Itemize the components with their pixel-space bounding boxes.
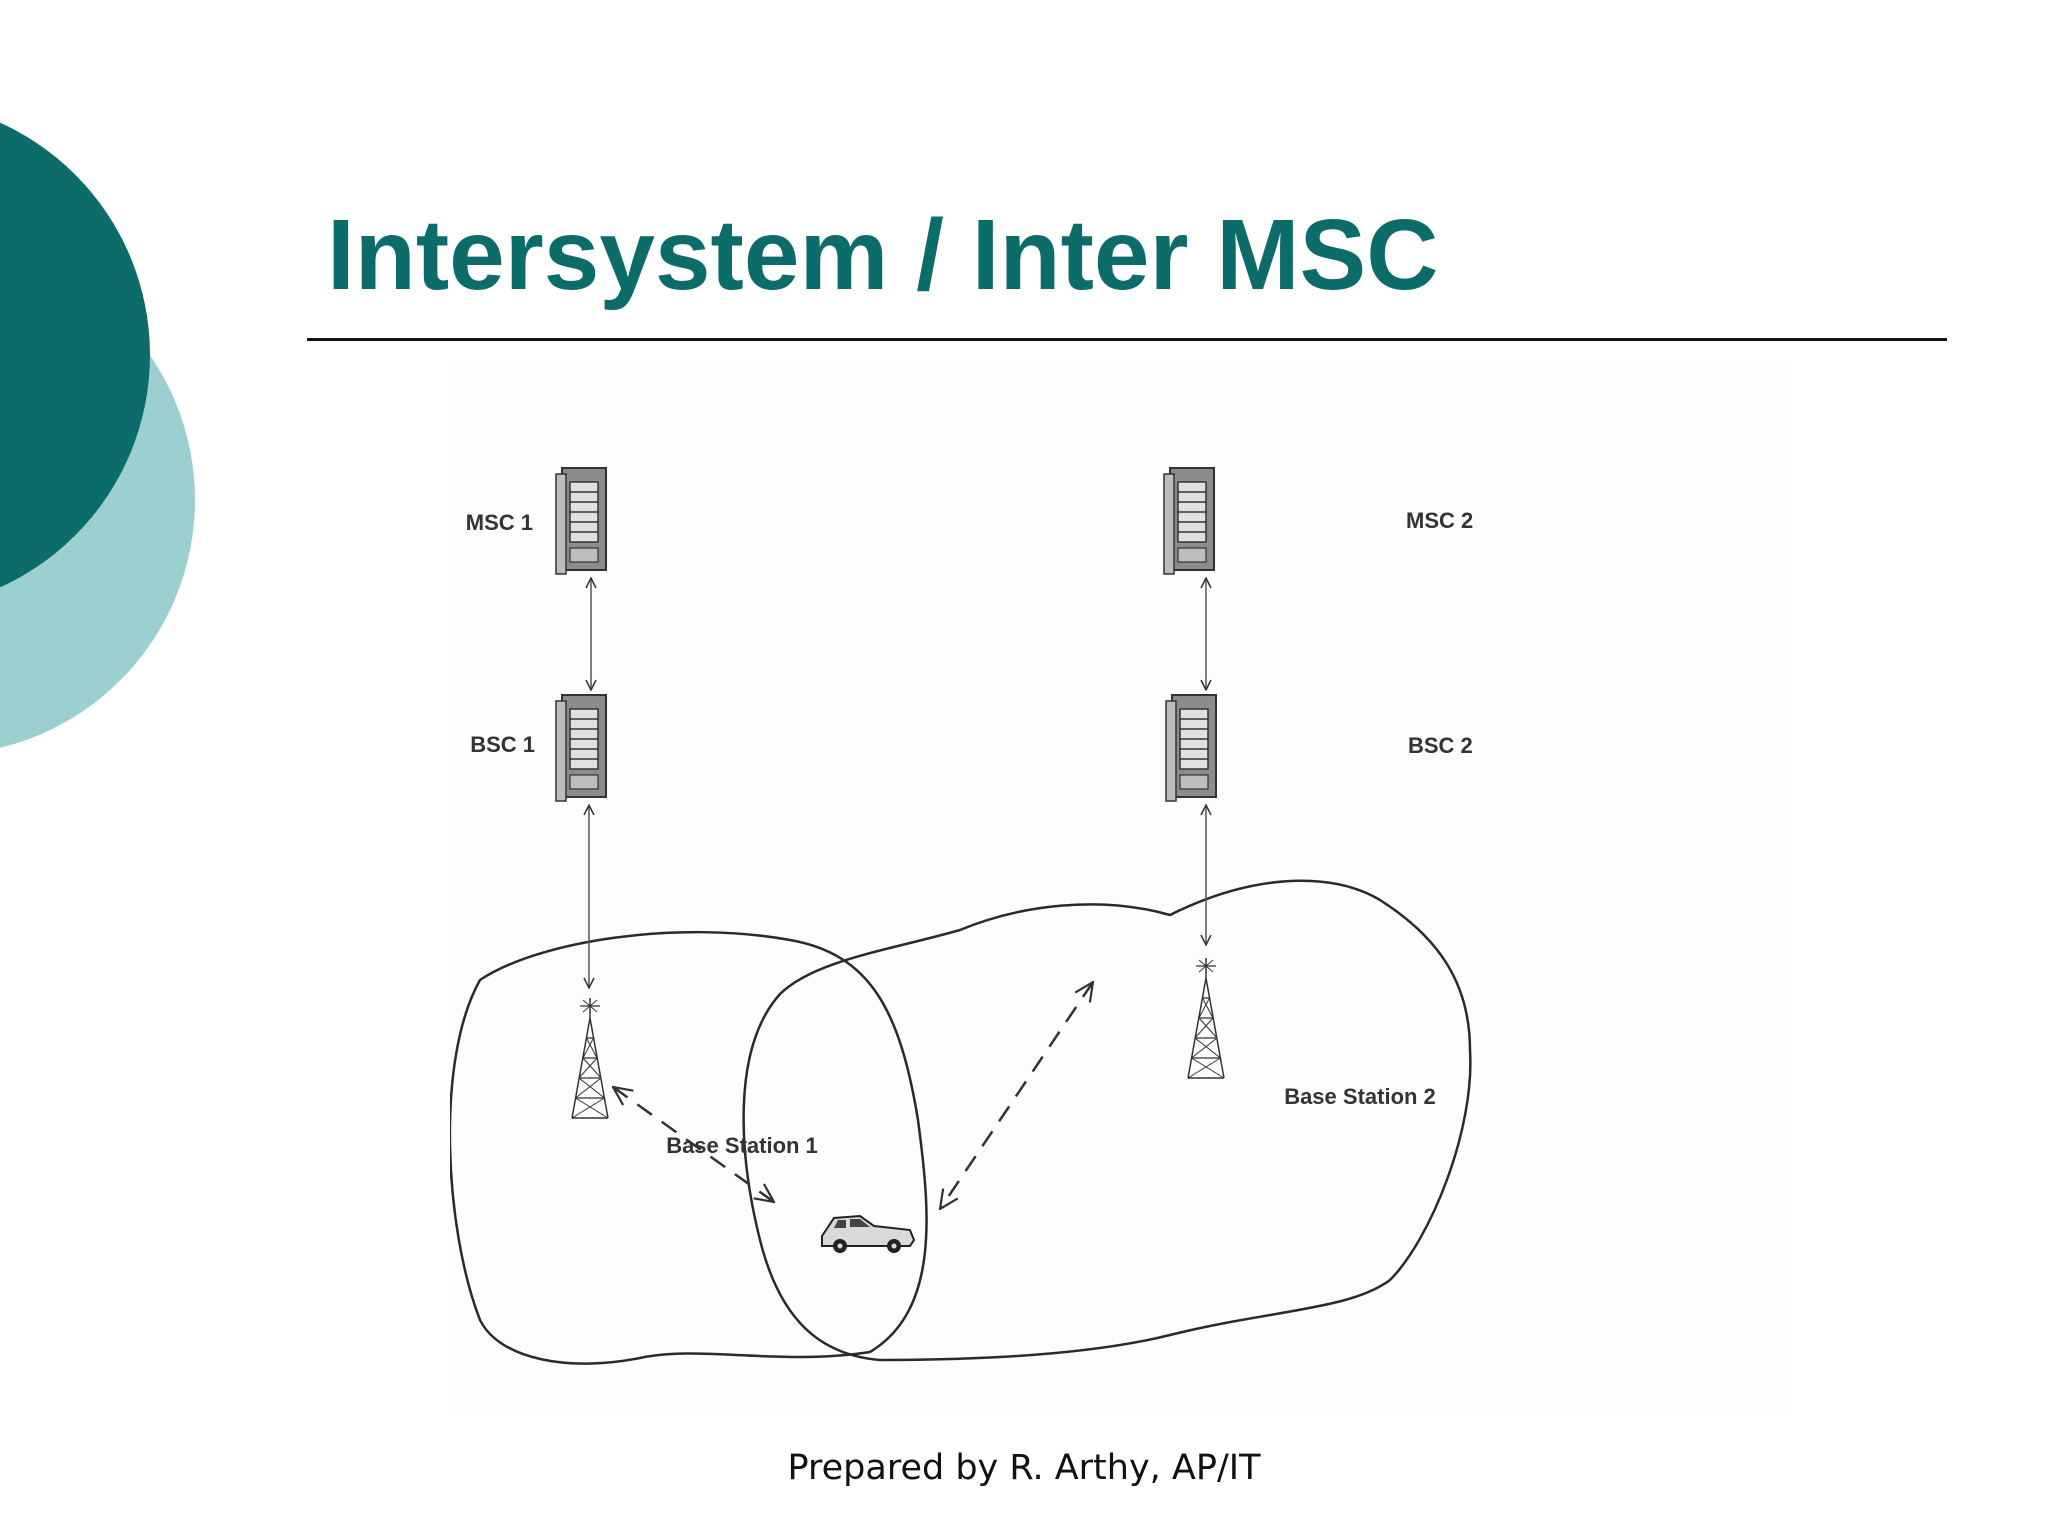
base-station-2-label: Base Station 2: [1284, 1084, 1436, 1109]
cell-coverage-2: [744, 881, 1471, 1360]
footer-credit: Prepared by R. Arthy, AP/IT: [0, 1448, 2048, 1488]
bs2-car-radio-link: [940, 982, 1093, 1209]
intersystem-handoff-diagram: MSC 1 MSC 2 BSC 1 BSC 2 Base Station 1 B…: [450, 360, 1790, 1410]
bsc1-server-icon: [556, 695, 606, 801]
msc1-label: MSC 1: [466, 510, 533, 535]
msc1-server-icon: [556, 468, 606, 574]
bsc1-label: BSC 1: [470, 732, 535, 757]
title-divider: [307, 338, 1947, 341]
page-title: Intersystem / Inter MSC: [327, 198, 1438, 313]
msc2-server-icon: [1164, 468, 1214, 574]
base-station-1-antenna-tower-icon: [572, 998, 608, 1118]
car-icon: [822, 1216, 914, 1253]
bsc2-server-icon: [1166, 695, 1216, 801]
msc2-label: MSC 2: [1406, 508, 1473, 533]
decorative-circles: [0, 0, 260, 820]
bsc2-label: BSC 2: [1408, 733, 1473, 758]
base-station-1-label: Base Station 1: [666, 1133, 818, 1158]
base-station-2-antenna-tower-icon: [1188, 958, 1224, 1078]
